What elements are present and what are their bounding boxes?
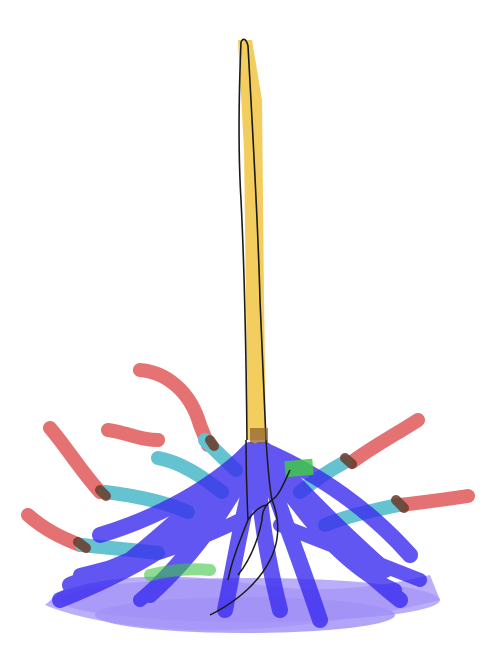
mop-handle (238, 38, 267, 441)
mop-outline (209, 439, 291, 616)
accents (73, 428, 409, 581)
